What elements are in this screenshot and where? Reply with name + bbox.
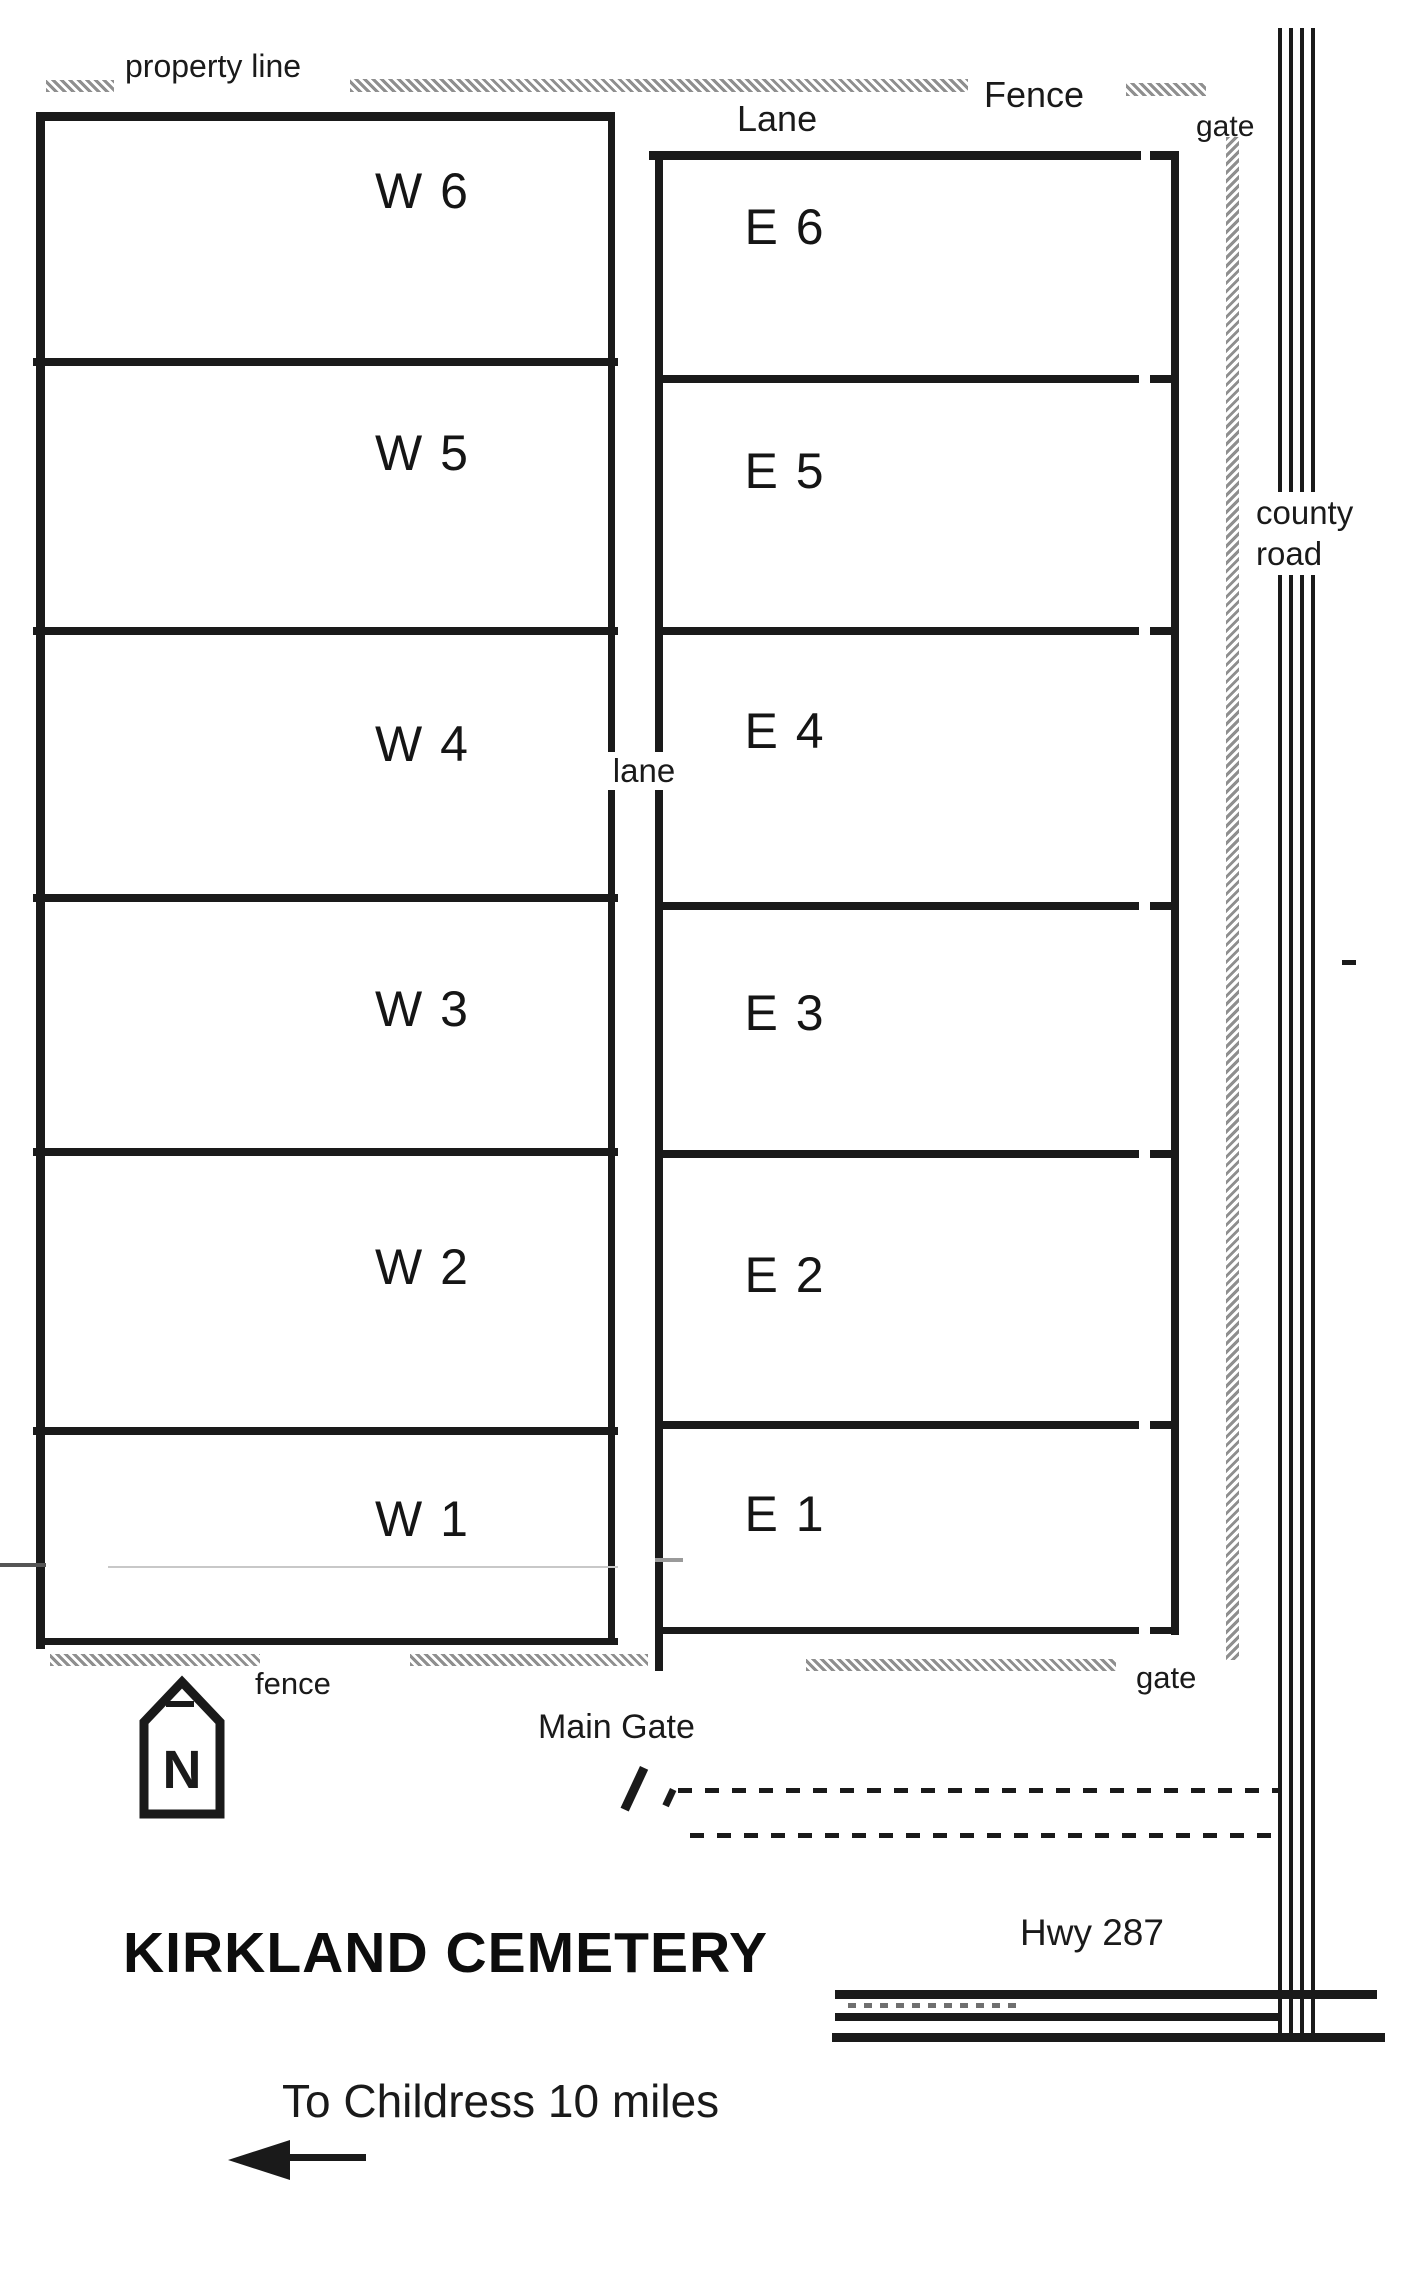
section-label-e6: E 6	[744, 199, 826, 255]
section-divider	[33, 358, 618, 366]
stray-tick	[1342, 960, 1356, 965]
highway-edge-line	[832, 2033, 1385, 2042]
west-block-bottom-border	[36, 1638, 618, 1645]
gate-dash	[1150, 375, 1174, 383]
highway-edge-line	[835, 1990, 1377, 1999]
county-road-label-line2: road	[1256, 535, 1323, 573]
county-road-line	[1289, 28, 1293, 2038]
section-label-e2: E 2	[744, 1247, 826, 1303]
top-fence-label: Fence	[984, 74, 1085, 115]
direction-label: To Childress 10 miles	[282, 2075, 720, 2127]
south-fence-segment	[50, 1654, 260, 1666]
section-divider	[655, 902, 1139, 910]
gate-dash	[1150, 1421, 1174, 1429]
section-divider	[33, 1148, 618, 1156]
section-label-w2: W 2	[375, 1239, 470, 1295]
gate-dash	[1150, 902, 1174, 910]
gate-dash	[1150, 151, 1174, 160]
driveway-dashed-line	[678, 1788, 1282, 1793]
section-label-w4: W 4	[375, 716, 470, 772]
north-compass-outline	[139, 1675, 225, 1819]
gate-post-mark	[620, 1766, 649, 1812]
section-divider	[655, 1421, 1139, 1429]
west-arrow-shaft	[286, 2154, 366, 2161]
pencil-mark	[655, 1558, 683, 1562]
section-divider	[33, 894, 618, 902]
section-label-e1: E 1	[744, 1486, 826, 1542]
west-block-left-border	[36, 112, 45, 1649]
bottom-fence-label: fence	[255, 1666, 331, 1701]
gate-post-mark	[662, 1788, 677, 1808]
east-block-top-border	[649, 151, 1141, 160]
west-block-top-border	[36, 112, 615, 121]
east-block-right-border	[1171, 151, 1179, 1635]
section-label-w3: W 3	[375, 981, 470, 1037]
south-fence-segment	[410, 1654, 648, 1666]
pencil-mark	[0, 1563, 46, 1567]
north-letter: N	[163, 1740, 202, 1800]
top-gate-label: gate	[1196, 110, 1255, 143]
highway-center-line	[835, 2013, 1281, 2021]
east-block-bottom-border	[660, 1627, 1139, 1634]
section-divider	[655, 627, 1139, 635]
section-label-e3: E 3	[744, 985, 826, 1041]
east-fence-line	[1226, 137, 1239, 1660]
section-label-w1: W 1	[375, 1491, 470, 1547]
section-divider	[33, 1427, 618, 1435]
section-divider	[655, 1150, 1139, 1158]
highway-label: Hwy 287	[1020, 1912, 1164, 1953]
section-label-e5: E 5	[744, 443, 826, 499]
main-gate-label: Main Gate	[538, 1708, 695, 1746]
section-divider	[33, 627, 618, 635]
north-fence-line	[350, 79, 968, 92]
gate-dash	[1150, 1150, 1174, 1158]
west-block-right-border	[608, 112, 615, 1645]
center-lane-label: lane	[598, 752, 690, 790]
north-compass: N	[139, 1675, 225, 1819]
section-label-w6: W 6	[375, 163, 470, 219]
fence-hatch-segment	[1126, 83, 1206, 96]
page-title: KIRKLAND CEMETERY	[123, 1921, 769, 1985]
east-block-left-border	[655, 151, 663, 1671]
county-road-label-line1: county	[1256, 494, 1354, 531]
section-label-e4: E 4	[744, 703, 826, 759]
section-divider	[655, 375, 1139, 383]
west-arrow-icon	[228, 2140, 290, 2180]
pencil-mark	[108, 1566, 618, 1568]
bottom-gate-label: gate	[1136, 1660, 1197, 1695]
county-road-line	[1278, 28, 1282, 2038]
section-label-w5: W 5	[375, 425, 470, 481]
county-road-line	[1300, 28, 1304, 2038]
highway-center-dashes	[848, 2003, 1018, 2008]
county-road-line	[1311, 28, 1315, 2038]
gate-dash	[1150, 627, 1174, 635]
property-line-label: property line	[125, 48, 302, 84]
county-road-label: county road	[1252, 492, 1358, 575]
gate-dash	[1150, 1627, 1174, 1634]
south-fence-segment	[806, 1659, 1116, 1671]
driveway-dashed-line	[690, 1833, 1282, 1838]
top-lane-label: Lane	[737, 98, 818, 139]
fence-hatch-segment	[46, 80, 114, 92]
